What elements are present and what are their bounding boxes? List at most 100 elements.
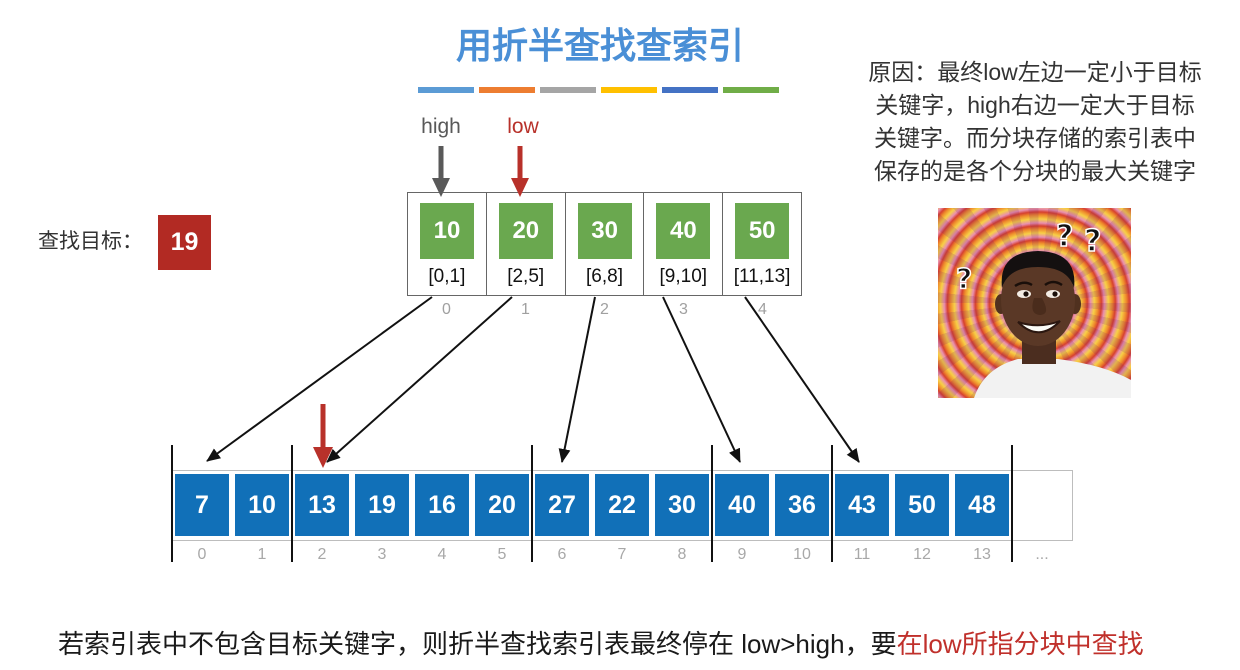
arrow-index-2-to-block — [558, 296, 596, 463]
search-target-label: 查找目标： — [38, 230, 143, 253]
low-pointer-label: low — [507, 115, 539, 138]
array-index: 7 — [617, 546, 627, 563]
array-index: 1 — [257, 546, 267, 563]
brow-right — [1044, 280, 1063, 287]
array-index: 3 — [377, 546, 387, 563]
arrow-index-0-to-block — [206, 296, 433, 462]
index-table-index: 2 — [600, 301, 609, 318]
array-index: 5 — [497, 546, 507, 563]
array-index: 6 — [557, 546, 567, 563]
block-max-key: 10 — [420, 203, 474, 259]
block-range: [11,13] — [733, 266, 791, 287]
array-indices: 0 1 2 3 4 5 6 7 8 9 10 11 12 13 ... — [172, 544, 1072, 566]
array-value: 48 — [955, 474, 1009, 536]
block-range: [0,1] — [428, 266, 466, 287]
array-cell: 16 — [412, 471, 472, 540]
reason-line: 保存的是各个分块的最大关键字 — [874, 158, 1196, 184]
array-value: 7 — [175, 474, 229, 536]
index-table-index: 4 — [758, 301, 767, 318]
slide-title: 用折半查找查索引 — [455, 25, 744, 66]
pupil-right — [1052, 291, 1058, 297]
array-value: 20 — [475, 474, 529, 536]
arrow-index-3-to-block — [662, 296, 741, 463]
reason-line: 关键字。而分块存储的索引表中 — [874, 125, 1196, 151]
index-table-index: 1 — [521, 301, 530, 318]
array-value: 10 — [235, 474, 289, 536]
reason-line: 关键字，high右边一定大于目标 — [875, 92, 1195, 118]
high-pointer-label: high — [421, 115, 461, 138]
block-range: [9,10] — [659, 266, 708, 287]
question-mark-icon: ? — [1084, 224, 1101, 259]
array-value: 19 — [355, 474, 409, 536]
shirt-shape — [974, 359, 1131, 398]
arrow-index-4-to-block — [744, 296, 860, 463]
question-mark-icon: ? — [956, 262, 972, 295]
pupil-left — [1023, 291, 1029, 297]
array-value: 43 — [835, 474, 889, 536]
confused-man-illustration: ? ? ? — [955, 218, 1131, 398]
array-cell: 40 — [712, 471, 772, 540]
array-cell: 30 — [652, 471, 712, 540]
title-stripe — [601, 87, 657, 93]
nose-shape — [1032, 298, 1047, 315]
confused-man-image: ? ? ? — [938, 208, 1131, 398]
index-entry: 30 [6,8] — [564, 193, 644, 295]
block-max-key: 30 — [577, 203, 632, 259]
reason-note: 原因：最终low左边一定小于目标 关键字，high右边一定大于目标 关键字。而分… — [852, 56, 1218, 188]
array-value: 13 — [295, 474, 349, 536]
title-stripe — [540, 87, 596, 93]
hair-shape — [1001, 251, 1075, 288]
index-table: 10 [0,1] 20 [2,5] 30 [6,8] 40 [9,10] 50 … — [407, 192, 802, 296]
block-max-key: 40 — [656, 203, 711, 259]
array-cell: 50 — [892, 471, 952, 540]
reason-line: 原因：最终low左边一定小于目标 — [868, 59, 1202, 85]
array-index-ellipsis: ... — [1035, 546, 1049, 563]
array-cell: 19 — [352, 471, 412, 540]
array-index: 11 — [853, 546, 871, 563]
array-cell: 43 — [832, 471, 892, 540]
conclusion-highlight: 在low所指分块中查找 — [896, 629, 1144, 659]
array-index: 4 — [437, 546, 447, 563]
array-value: 40 — [715, 474, 769, 536]
array-value: 30 — [655, 474, 709, 536]
index-entry: 50 [11,13] — [722, 193, 801, 295]
array-index: 10 — [793, 546, 811, 563]
array-cell: 48 — [952, 471, 1012, 540]
array-cell: 7 — [172, 471, 232, 540]
block-range: [2,5] — [507, 266, 545, 287]
array-low-pointer-arrowhead — [313, 447, 333, 468]
array-cell: 22 — [592, 471, 652, 540]
array-value: 36 — [775, 474, 829, 536]
array-value: 50 — [895, 474, 949, 536]
conclusion-note: 若索引表中不包含目标关键字，则折半查找索引表最终停在 low>high，要在lo… — [58, 626, 1144, 662]
title-stripe — [479, 87, 535, 93]
index-table-index: 0 — [442, 301, 451, 318]
title-color-stripes — [418, 87, 779, 93]
index-table-index: 3 — [679, 301, 688, 318]
array-cell: 13 — [292, 471, 352, 540]
array-cell-empty — [1012, 471, 1072, 540]
index-table-indices: 0 1 2 3 4 — [407, 299, 802, 321]
conclusion-text: 若索引表中不包含目标关键字，则折半查找索引表最终停在 low>high，要 — [58, 629, 897, 659]
array-index: 12 — [913, 546, 931, 563]
index-entry: 10 [0,1] — [408, 193, 486, 295]
array-index: 2 — [317, 546, 327, 563]
smile-mouth — [1017, 320, 1061, 334]
array-value: 16 — [415, 474, 469, 536]
search-target-value: 19 — [158, 215, 211, 270]
brow-left — [1014, 281, 1033, 288]
block-max-key: 50 — [735, 203, 790, 259]
block-range: [6,8] — [586, 266, 623, 287]
array-cell: 20 — [472, 471, 532, 540]
array-index: 0 — [197, 546, 207, 563]
array-index: 8 — [677, 546, 687, 563]
title-stripe — [418, 87, 474, 93]
block-max-key: 20 — [498, 203, 553, 259]
array-index: 13 — [973, 546, 991, 563]
title-stripe — [723, 87, 779, 93]
array-index: 9 — [737, 546, 747, 563]
arrow-index-1-to-block — [326, 296, 513, 463]
array-cell: 36 — [772, 471, 832, 540]
block-storage-array: 7 10 13 19 16 20 27 22 30 40 36 43 50 48 — [171, 470, 1073, 541]
